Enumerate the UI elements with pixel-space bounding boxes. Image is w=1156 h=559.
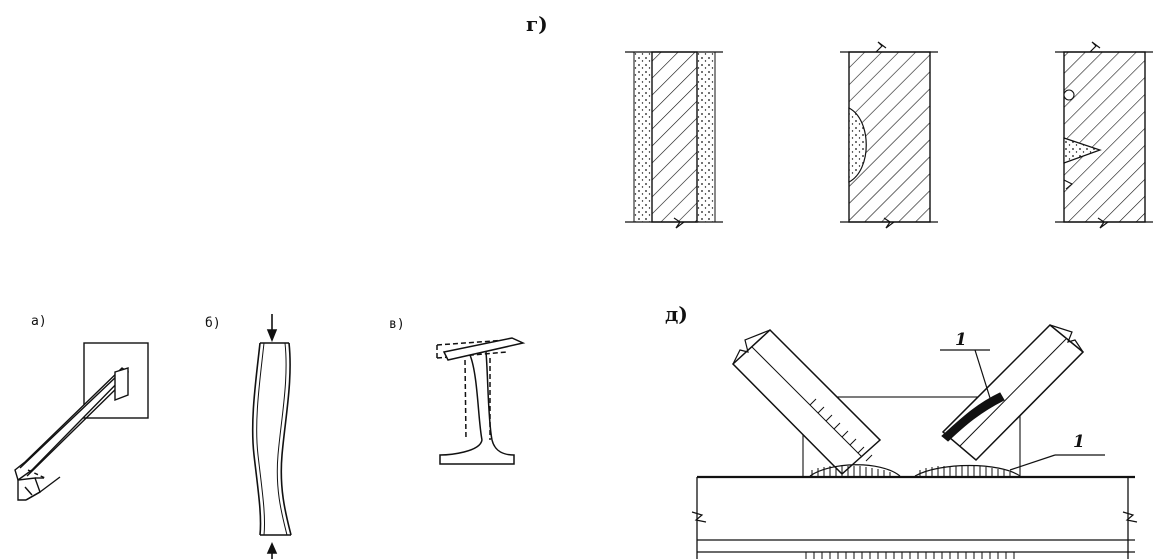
callout-1-upper: 1 [955,330,967,350]
panel-g-section-2 [840,41,938,229]
panel-a-detail-box [83,342,149,419]
label-panel-d: д) [665,302,688,326]
callout-1-lower: 1 [1073,432,1085,452]
callout-1-upper-leader [974,349,991,399]
label-panel-a: а) [31,314,47,329]
label-panel-v: в) [389,317,405,332]
panel-v-twisted-section [436,337,526,465]
panel-a-bent-beam [14,342,149,501]
panel-g-section-1 [625,51,723,229]
label-panel-b: б) [205,316,221,331]
label-panel-g: г) [526,12,548,36]
panel-b-buckled-column [251,314,292,559]
panel-g-section-3 [1055,41,1153,229]
callout-1-lower-leader [1009,454,1056,471]
panel-d-welded-node [691,323,1138,559]
